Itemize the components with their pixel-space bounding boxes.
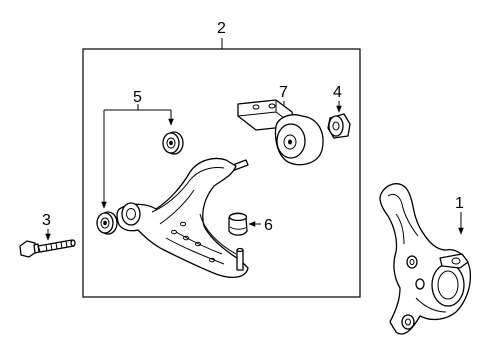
callout-5: 5 [133, 89, 142, 106]
bushing-part-5-lower [96, 211, 118, 235]
callout-7: 7 [279, 84, 288, 101]
callout-2: 2 [217, 20, 226, 37]
callout-1: 1 [455, 195, 464, 212]
callout-6: 6 [264, 217, 273, 234]
lower-control-arm-part-2 [116, 157, 249, 279]
bushing-part-5-upper [162, 131, 184, 155]
ball-joint-boot-part-6 [228, 212, 248, 236]
callout-3: 3 [42, 212, 51, 229]
bushing-part-4 [327, 113, 351, 139]
bolt-part-3 [19, 239, 76, 258]
callout-4: 4 [333, 84, 342, 101]
steering-knuckle-part-1 [379, 183, 472, 335]
leader-lines [45, 38, 464, 241]
bracket-part-7 [237, 99, 324, 166]
